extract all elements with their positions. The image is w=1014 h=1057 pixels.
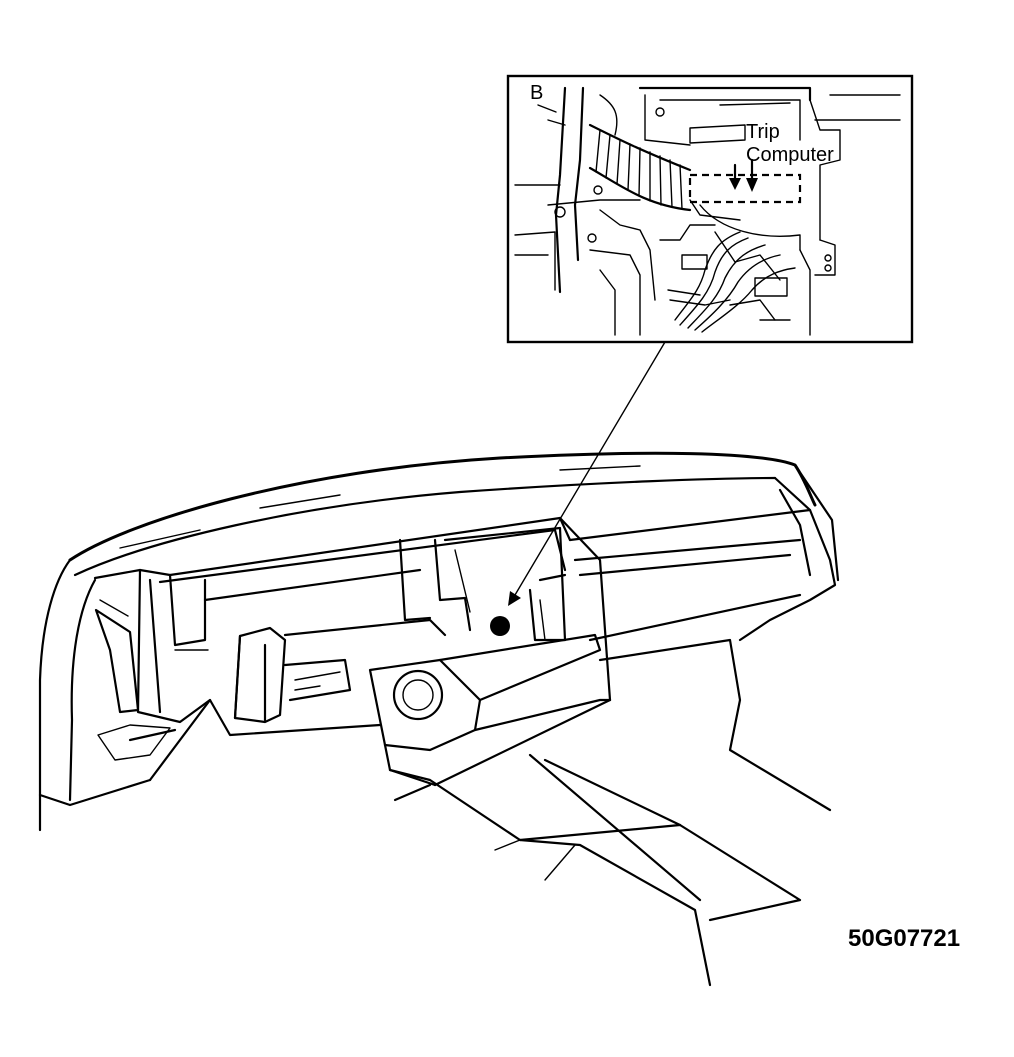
left-side-vent xyxy=(94,599,171,761)
leader-line xyxy=(508,341,666,606)
inset-callout-label-line1: Trip xyxy=(746,121,780,143)
inset-callout-arrows xyxy=(729,158,758,192)
dashboard-main xyxy=(38,451,840,987)
inset-left-bracket xyxy=(514,86,641,294)
inset-upper-panel xyxy=(638,86,901,241)
dash-right-section xyxy=(558,463,840,812)
center-console-lower xyxy=(383,698,802,987)
center-console-recess xyxy=(283,526,567,642)
hvac-control-pod xyxy=(368,633,612,752)
leader-arrowhead xyxy=(508,591,521,606)
inset-trip-computer-outline xyxy=(688,173,802,251)
left-switch-block xyxy=(233,626,352,724)
figure-code: 50G07721 xyxy=(848,925,960,952)
inset-view-label: B xyxy=(530,82,543,104)
hvac-control-knob xyxy=(392,669,444,721)
inset-duct-hose xyxy=(588,94,692,212)
inset-callout-label-line2: Computer xyxy=(746,144,834,166)
dash-left-end xyxy=(38,558,72,832)
inset-wiring-harness xyxy=(667,231,796,333)
inset-detail-view: B Trip Computer xyxy=(506,74,914,344)
trip-computer-location-dot xyxy=(490,616,510,636)
inset-lower-structure xyxy=(589,209,836,336)
inset-frame xyxy=(506,74,914,344)
